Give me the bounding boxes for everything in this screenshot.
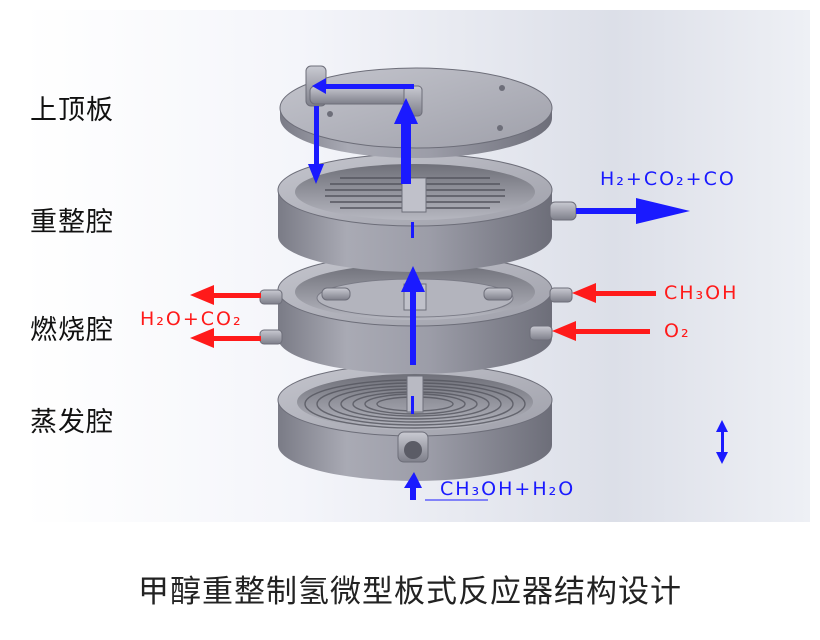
label-feed-inlet: CH₃OH+H₂O — [440, 478, 576, 500]
label-evaporation-chamber: 蒸发腔 — [30, 407, 114, 438]
combustion-flow-arrows — [190, 283, 656, 348]
top-plate-shape — [279, 65, 553, 158]
figure-caption: 甲醇重整制氢微型板式反应器结构设计 — [138, 574, 682, 610]
label-methanol-inlet: CH₃OH — [664, 282, 739, 304]
label-reformer-outlet: H₂+CO₂+CO — [600, 168, 736, 190]
hydrogen-flow-arrows — [308, 78, 728, 500]
reforming-chamber-shape — [277, 153, 577, 272]
label-top-plate: 上顶板 — [30, 95, 114, 126]
label-combustion-chamber: 燃烧腔 — [30, 315, 114, 346]
label-exhaust-outlet: H₂O+CO₂ — [140, 308, 243, 330]
label-oxygen-inlet: O₂ — [664, 320, 691, 342]
evaporation-chamber-shape — [277, 363, 553, 481]
label-reforming-chamber: 重整腔 — [30, 207, 114, 238]
